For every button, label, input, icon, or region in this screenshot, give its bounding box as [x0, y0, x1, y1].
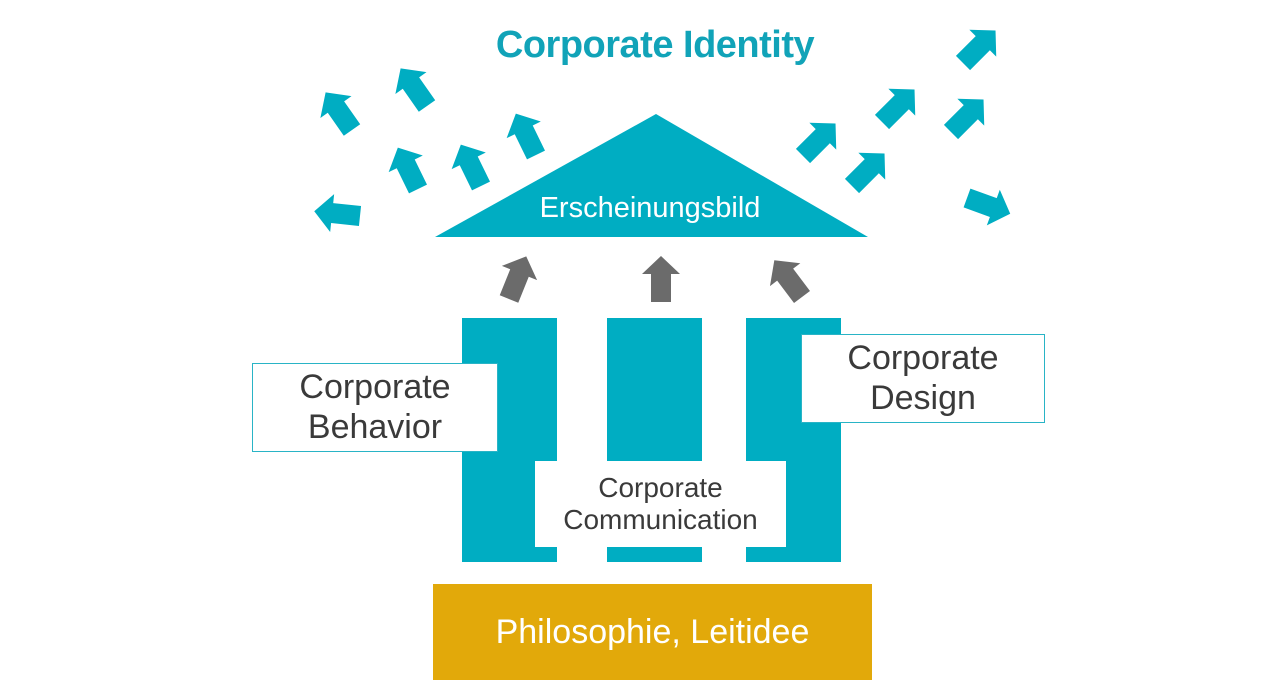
teal-arrow-6 — [312, 192, 362, 235]
corporate-behavior-line1: Corporate — [299, 368, 451, 407]
corporate-behavior-line2: Behavior — [307, 407, 443, 446]
diagram-title: Corporate Identity — [495, 24, 815, 66]
gray-arrow-center — [642, 256, 680, 302]
teal-arrow-4 — [443, 136, 499, 195]
foundation-label: Philosophie, Leitidee — [495, 612, 810, 651]
corporate-behavior-box: Corporate Behavior — [252, 363, 498, 452]
gray-arrow-left — [491, 249, 544, 307]
teal-arrow-9 — [868, 76, 928, 136]
teal-arrow-1 — [310, 81, 368, 141]
teal-arrow-11 — [949, 17, 1009, 77]
teal-arrow-3 — [380, 139, 436, 198]
teal-arrow-7 — [789, 110, 849, 170]
gray-arrow-right — [759, 248, 818, 309]
corporate-communication-box: Corporate Communication — [535, 461, 786, 547]
corporate-design-box: Corporate Design — [801, 334, 1045, 423]
teal-arrow-12 — [960, 180, 1017, 232]
corporate-communication-line1: Corporate — [598, 471, 723, 503]
roof-triangle — [435, 114, 868, 237]
teal-arrow-2 — [385, 57, 443, 117]
corporate-design-line1: Corporate — [847, 339, 999, 378]
foundation: Philosophie, Leitidee — [433, 584, 872, 680]
teal-arrow-8 — [838, 140, 898, 200]
corporate-design-line2: Design — [870, 378, 976, 417]
teal-arrow-10 — [937, 86, 997, 146]
teal-arrow-5 — [498, 105, 554, 164]
roof-label: Erscheinungsbild — [539, 192, 761, 224]
corporate-communication-line2: Communication — [563, 504, 758, 535]
